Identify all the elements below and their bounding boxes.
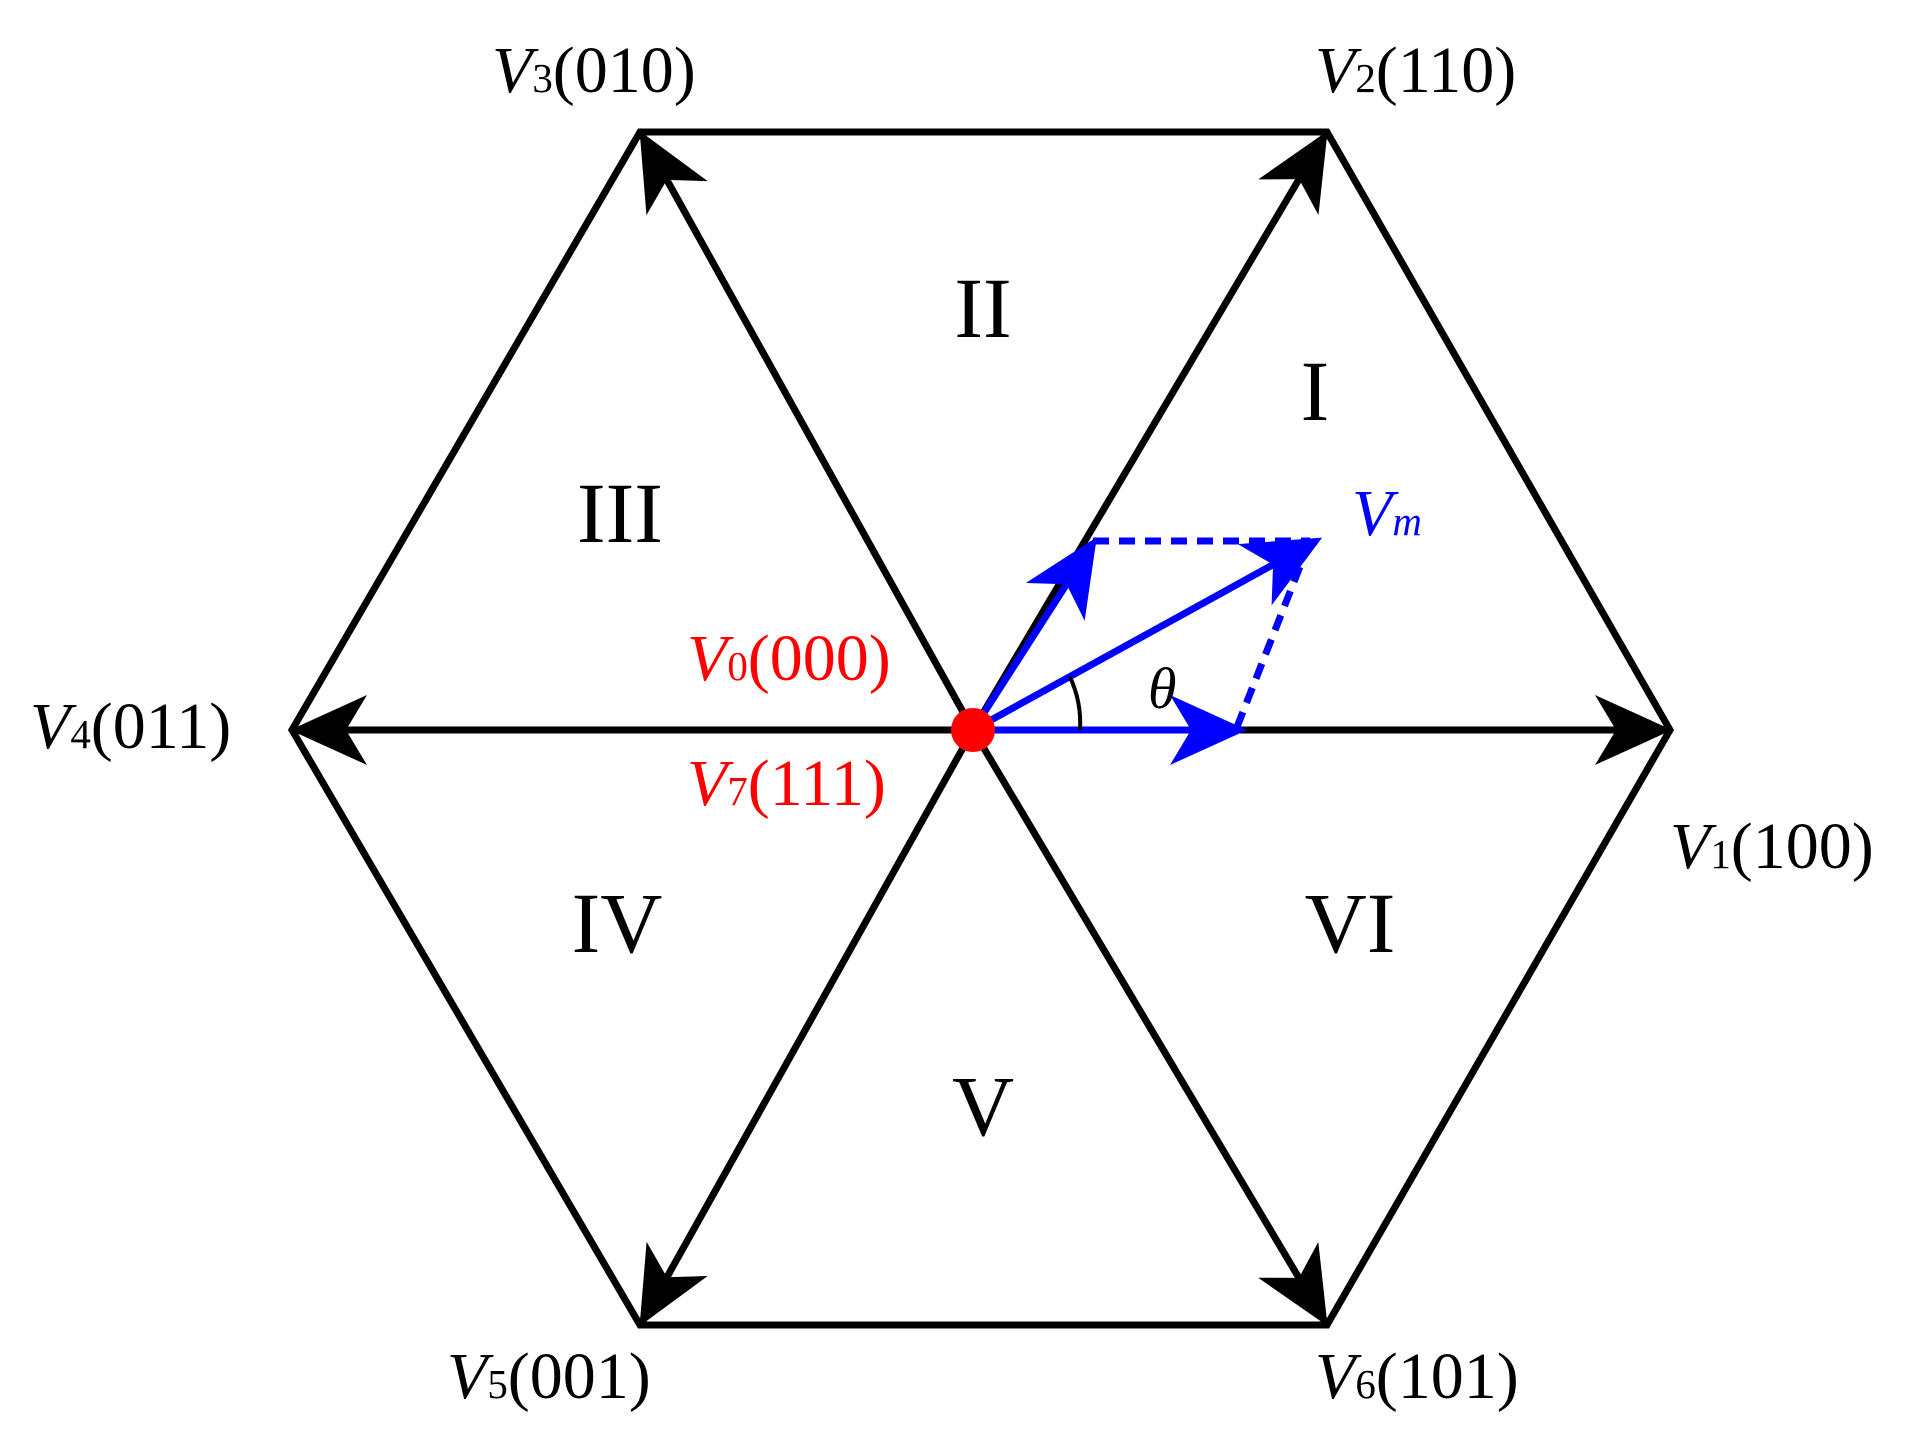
sector-label-2: II	[954, 260, 1011, 356]
reference-component-v2	[970, 537, 1097, 732]
theta-arc	[1068, 676, 1083, 731]
vector-arrow-v6	[969, 728, 1328, 1327]
theta-label: θ	[1148, 656, 1177, 721]
vector-arrow-v3	[639, 130, 977, 732]
vector-arrow-v5	[639, 728, 977, 1327]
sector-label-5: V	[952, 1058, 1014, 1154]
vector-label-v5: V5(001)	[447, 1340, 651, 1413]
reference-vector-label: Vm	[1352, 477, 1422, 550]
sector-label-4: IV	[572, 875, 663, 971]
reference-vector-vm	[971, 537, 1323, 734]
zero-vector-label-v7: V7(111)	[687, 747, 886, 820]
vector-label-v6: V6(101)	[1315, 1340, 1519, 1413]
vector-label-v3: V3(010)	[492, 34, 696, 107]
vector-label-v4: V4(011)	[30, 690, 231, 763]
vector-arrow-v2	[969, 130, 1328, 732]
sector-label-6: VI	[1305, 875, 1396, 971]
zero-vector-label-v0: V0(000)	[687, 622, 891, 695]
zero-vector-dot	[951, 708, 995, 752]
vector-label-v1: V1(100)	[1670, 810, 1874, 883]
reference-dashed-diagonal	[1233, 539, 1314, 729]
sector-label-1: I	[1301, 343, 1330, 439]
sector-label-3: III	[577, 465, 663, 561]
vector-label-v2: V2(110)	[1315, 34, 1516, 107]
